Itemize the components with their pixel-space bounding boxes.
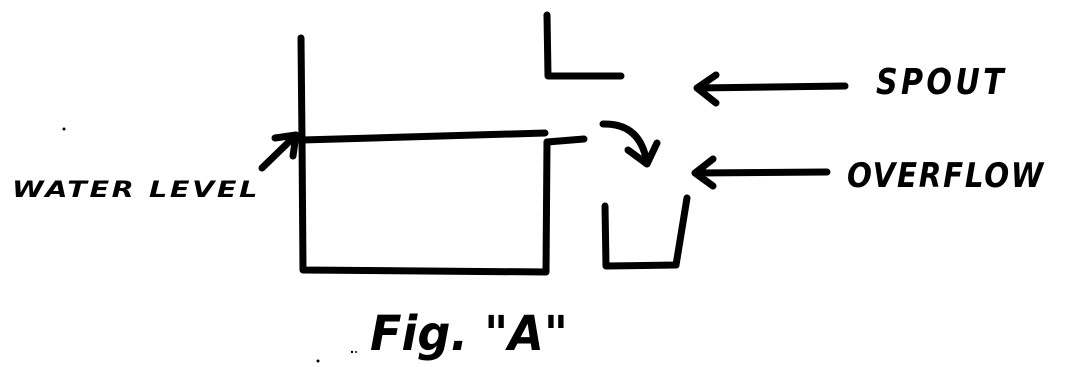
spout-upper-piece (543, 11, 625, 80)
speck (350, 350, 354, 354)
water-level-pointer-arrow (258, 131, 300, 172)
water-level-label: WATER LEVEL (12, 178, 260, 203)
speck (355, 351, 357, 353)
label-arrows (258, 71, 849, 190)
spout-label: SPOUT (876, 62, 1007, 103)
flow-arrow-curve (599, 120, 650, 162)
spout-lip (543, 135, 588, 146)
scan-specks (62, 127, 357, 363)
speck (62, 127, 66, 131)
speck (316, 359, 320, 363)
main-container (297, 34, 551, 276)
water-level-line (298, 129, 549, 144)
overflow-receptacle (601, 194, 691, 270)
figure-caption: Fig. "A" (370, 306, 568, 362)
flow-arrow (599, 120, 661, 168)
overflow-label: OVERFLOW (847, 156, 1045, 196)
container-body (298, 136, 551, 276)
container-left-wall (297, 34, 306, 144)
spout (543, 11, 625, 146)
flow-arrow-head (624, 139, 661, 168)
overflow-cup (601, 194, 691, 270)
overflow-pointer-arrow (691, 155, 831, 190)
spout-pointer-arrow (693, 71, 849, 107)
